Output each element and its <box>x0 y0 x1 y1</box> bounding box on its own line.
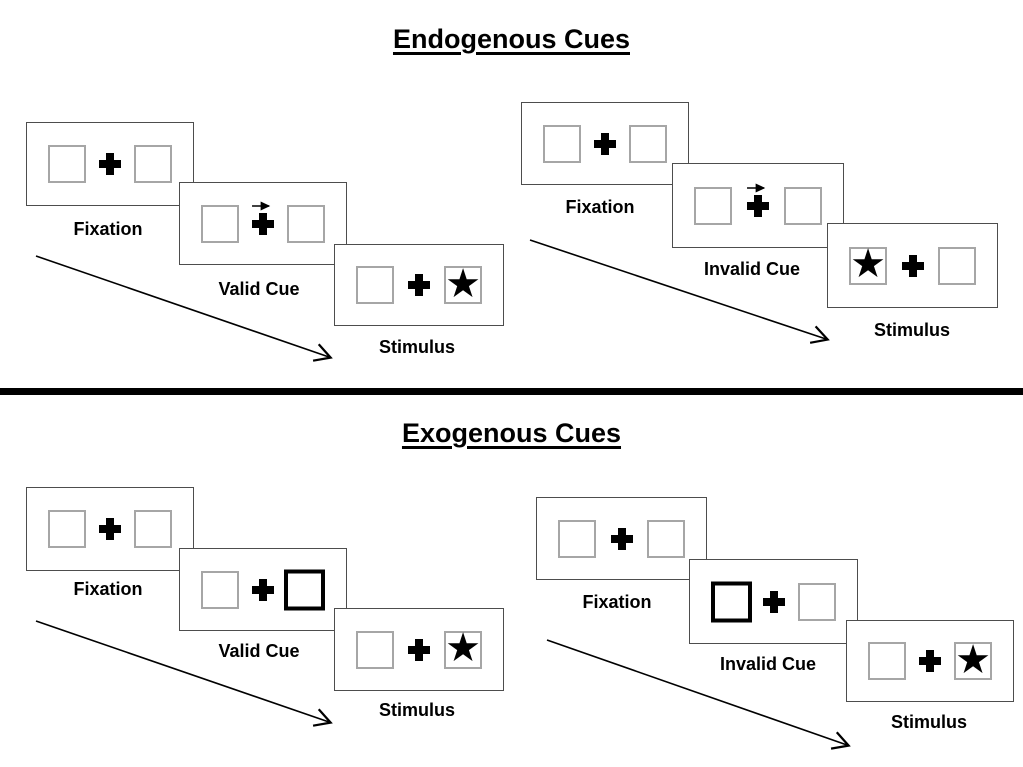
left-placeholder-box <box>201 570 239 609</box>
fixation-cross-icon <box>99 518 121 540</box>
step-label-stimulus: Stimulus <box>378 700 455 720</box>
fixation-cross-icon <box>762 590 785 613</box>
left-placeholder-box <box>558 519 596 558</box>
endogenous-invalid-stimulus-card: ★ <box>827 223 998 308</box>
endogenous-invalid-cue-card <box>672 163 844 248</box>
left-placeholder-box <box>868 642 906 680</box>
step-label-stimulus: Stimulus <box>890 712 967 732</box>
right-target-box: ★ <box>444 260 482 307</box>
left-placeholder-box <box>48 145 86 183</box>
step-label-fixation: Fixation <box>73 219 143 239</box>
left-placeholder-box <box>201 204 239 243</box>
step-label-invalid-cue: Invalid Cue <box>703 259 801 279</box>
star-icon: ★ <box>445 625 481 671</box>
timeline-arrow-icon <box>546 639 851 750</box>
right-bold-cue-box <box>284 569 325 610</box>
step-label-stimulus: Stimulus <box>873 320 950 340</box>
fixation-cross-icon <box>901 254 924 277</box>
timeline-arrow-icon <box>35 620 333 727</box>
section-title-endogenous: Endogenous Cues <box>392 24 630 54</box>
fixation-cross-icon <box>252 578 274 601</box>
right-placeholder-box <box>798 582 836 621</box>
left-target-box: ★ <box>849 241 887 287</box>
step-label-stimulus: Stimulus <box>378 337 455 357</box>
cue-right-arrow-icon <box>252 200 271 211</box>
left-bold-cue-box <box>711 581 752 622</box>
step-label-fixation: Fixation <box>565 197 635 217</box>
right-placeholder-box <box>134 510 172 548</box>
timeline-arrow-icon <box>35 255 333 362</box>
fixation-cross-icon <box>252 212 274 235</box>
step-label-fixation: Fixation <box>582 592 652 612</box>
right-placeholder-box <box>784 186 822 225</box>
exogenous-valid-stimulus-card: ★ <box>334 608 504 691</box>
right-target-box: ★ <box>954 636 992 683</box>
cue-right-arrow-icon <box>747 182 766 193</box>
fixation-cross-icon <box>610 527 633 550</box>
fixation-cross-icon <box>747 194 769 217</box>
right-placeholder-box <box>287 204 325 243</box>
exogenous-invalid-stimulus-card: ★ <box>846 620 1014 702</box>
left-placeholder-box <box>356 266 394 304</box>
timeline-arrow-icon <box>529 239 830 344</box>
endogenous-invalid-fixation-card <box>521 102 689 185</box>
right-placeholder-box <box>629 124 667 163</box>
step-label-invalid-cue: Invalid Cue <box>719 654 817 674</box>
exogenous-valid-fixation-card <box>26 487 194 571</box>
left-placeholder-box <box>543 124 581 163</box>
right-placeholder-box <box>938 246 976 285</box>
section-divider <box>0 388 1023 395</box>
left-placeholder-box <box>48 510 86 548</box>
step-label-valid-cue: Valid Cue <box>218 641 300 661</box>
exogenous-invalid-cue-card <box>689 559 858 644</box>
fixation-cross-icon <box>408 274 430 296</box>
star-icon: ★ <box>850 241 886 287</box>
right-placeholder-box <box>647 519 685 558</box>
star-icon: ★ <box>445 260 481 307</box>
step-label-fixation: Fixation <box>73 579 143 599</box>
fixation-cross-icon <box>99 153 121 175</box>
left-placeholder-box <box>356 630 394 669</box>
exogenous-invalid-fixation-card <box>536 497 707 580</box>
section-title-exogenous: Exogenous Cues <box>401 418 622 448</box>
right-placeholder-box <box>134 145 172 183</box>
endogenous-valid-stimulus-card: ★ <box>334 244 504 326</box>
star-icon: ★ <box>955 636 991 683</box>
left-placeholder-box <box>694 186 732 225</box>
step-label-valid-cue: Valid Cue <box>218 279 300 299</box>
right-target-box: ★ <box>444 625 482 671</box>
fixation-cross-icon <box>408 638 430 661</box>
fixation-cross-icon <box>919 650 941 672</box>
endogenous-valid-cue-card <box>179 182 347 265</box>
exogenous-valid-cue-card <box>179 548 347 631</box>
fixation-cross-icon <box>594 132 616 155</box>
endogenous-valid-fixation-card <box>26 122 194 206</box>
